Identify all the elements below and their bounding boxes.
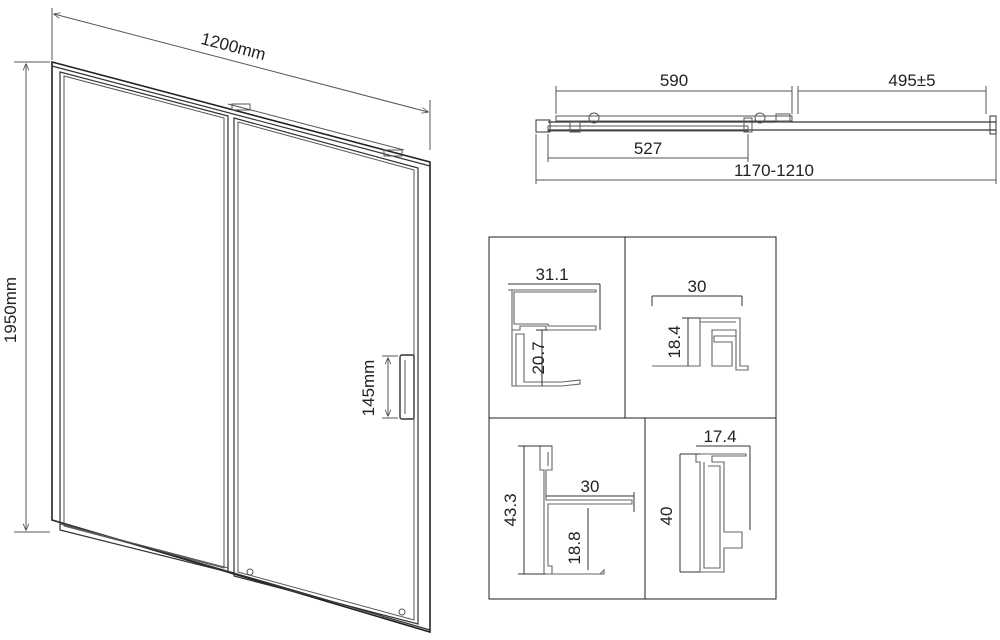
- fixed-panel-inner: [63, 75, 225, 569]
- profile-3-height-label: 43.3: [501, 493, 520, 526]
- bottom-guide-left: [246, 568, 254, 576]
- profile-grid-top: [488, 236, 777, 419]
- plan-roller-2: [754, 112, 766, 124]
- plan-view: 590 495±5 527 1170-1210: [535, 71, 997, 184]
- plan-wall-right: [989, 115, 997, 135]
- profile-1-shape: [508, 289, 597, 387]
- profile-3-width-label: 30: [581, 477, 600, 496]
- profile-2-shape: [652, 317, 749, 371]
- profile-4-height-label: 40: [657, 507, 676, 526]
- door-elevation: [51, 60, 431, 634]
- sliding-panel: [233, 117, 419, 625]
- width-dimension: 1200mm: [51, 8, 431, 150]
- dim-590-label: 590: [660, 71, 688, 90]
- width-label: 1200mm: [199, 29, 268, 64]
- top-rail: [51, 65, 431, 167]
- profile-4-shape: [695, 453, 747, 573]
- bottom-guide-right: [398, 608, 406, 616]
- profile-4-width-label: 17.4: [703, 427, 736, 446]
- door-handle: [399, 354, 415, 420]
- profile-grid-bottom: [488, 417, 777, 600]
- profile-2-width-label: 30: [688, 277, 707, 296]
- height-dimension: 1950mm: [1, 61, 50, 533]
- profile-1-height-label: 20.7: [529, 341, 548, 374]
- profile-2: 30 18.4: [651, 277, 749, 371]
- dim-495-label: 495±5: [888, 71, 935, 90]
- profile-1: 31.1 20.7: [508, 265, 601, 387]
- dim-527-label: 527: [634, 139, 662, 158]
- profile-2-height-label: 18.4: [665, 325, 684, 358]
- plan-bracket-1: [569, 121, 581, 133]
- plan-stopper: [743, 117, 753, 133]
- profile-3: 43.3 30 18.8: [501, 445, 635, 575]
- profile-grid: [488, 236, 777, 600]
- plan-handle: [775, 113, 791, 123]
- profile-1-width-label: 31.1: [535, 265, 568, 284]
- door-outer-frame: [51, 60, 431, 634]
- handle-label: 145mm: [359, 360, 378, 417]
- fixed-panel: [59, 71, 229, 573]
- plan-fixed-panel: [547, 125, 749, 132]
- profile-4: 17.4 40: [657, 427, 751, 573]
- profile-3-inner-label: 18.8: [565, 531, 584, 564]
- sliding-panel-inner: [237, 121, 415, 621]
- bottom-seal-left: [59, 523, 229, 569]
- handle-dimension: 145mm: [359, 355, 398, 419]
- plan-sliding-panel: [555, 115, 793, 122]
- plan-roller-1: [588, 112, 600, 124]
- width-dim-line: [54, 14, 428, 112]
- height-label: 1950mm: [1, 277, 20, 343]
- dim-total-label: 1170-1210: [734, 161, 814, 180]
- roller-right: [383, 149, 403, 157]
- profile-3-shape: [539, 445, 633, 575]
